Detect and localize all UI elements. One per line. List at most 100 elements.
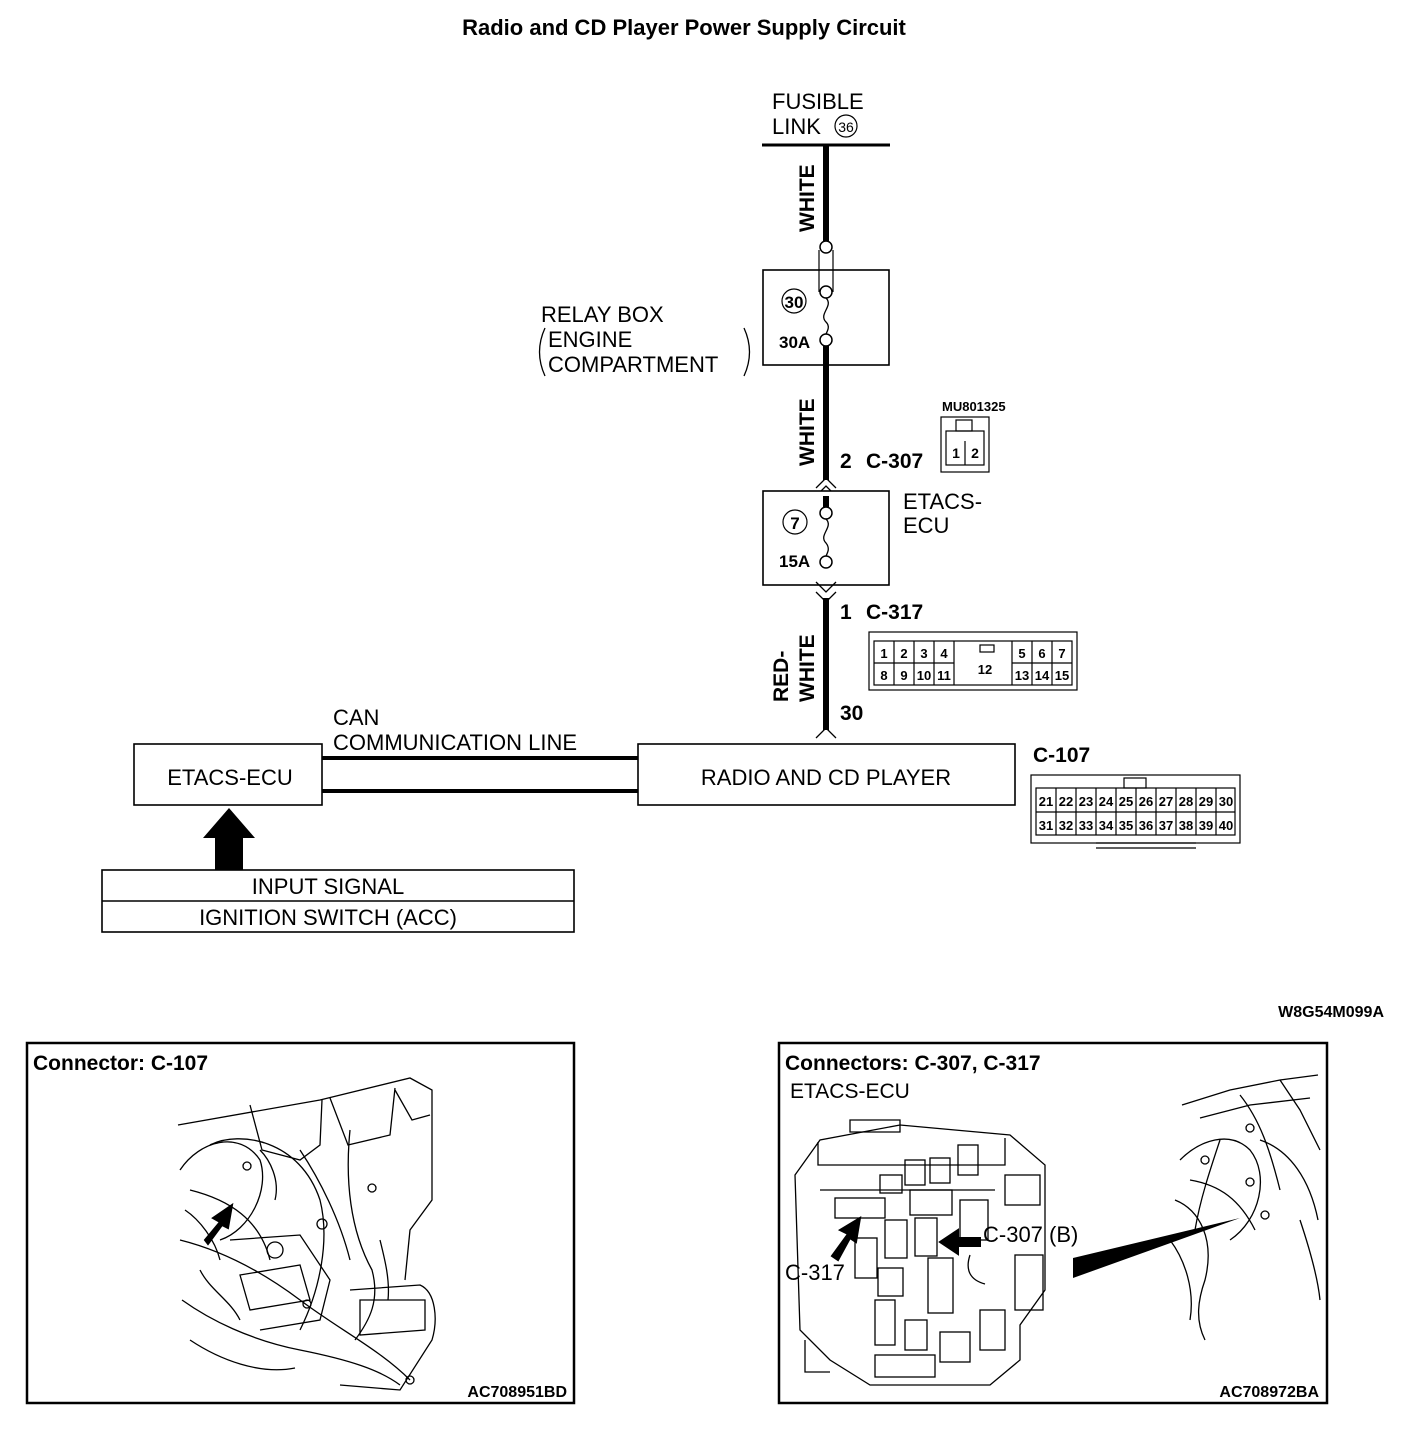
c317-pin-13: 13 — [1015, 668, 1029, 683]
c107-pin-38: 38 — [1179, 818, 1193, 833]
c317-pin-9: 9 — [900, 668, 907, 683]
relay-box-label-1: RELAY BOX — [541, 302, 664, 327]
c107-pin-22: 22 — [1059, 794, 1073, 809]
c317-pin-3: 3 — [920, 646, 927, 661]
can-line-label-1: CAN — [333, 705, 379, 730]
radio-pin-30: 30 — [840, 702, 863, 725]
input-signal-arrow — [203, 808, 255, 870]
etacs-ecu-label: ETACS-ECU — [167, 765, 293, 790]
panel-connector-c107: Connector: C-107 — [25, 1041, 576, 1405]
relay-box-label-2: ENGINE — [548, 327, 632, 352]
etacs-fuse-terminal-bottom — [819, 555, 833, 569]
c317-pin-10: 10 — [917, 668, 931, 683]
c107-pin-30: 30 — [1219, 794, 1233, 809]
etacs-fuse-terminal-top — [819, 506, 833, 520]
c317-pin-15: 15 — [1055, 668, 1069, 683]
relay-fuse-number: 30 — [785, 293, 804, 312]
c317-pin-5: 5 — [1018, 646, 1025, 661]
c317-pin-7: 7 — [1058, 646, 1065, 661]
relay-fuse-terminal-bottom — [819, 333, 833, 347]
etacs-fuse-number-circle — [782, 509, 808, 535]
c307-connector-face: MU801325 1 2 — [940, 399, 1006, 473]
wire-mid-color: WHITE — [796, 398, 819, 466]
c107-pin-21: 21 — [1039, 794, 1053, 809]
fusible-link-label-1: FUSIBLE — [772, 89, 864, 114]
c107-pin-34: 34 — [1099, 818, 1114, 833]
c307-pin-1: 1 — [952, 445, 960, 461]
vehicle-dash-illustration — [1169, 1074, 1321, 1341]
c107-pin-33: 33 — [1079, 818, 1093, 833]
c317-pin-1: 1 — [880, 646, 887, 661]
wire-low-color-2: WHITE — [796, 634, 819, 702]
input-signal-header: INPUT SIGNAL — [252, 874, 404, 899]
panel-right-c317-label: C-317 — [785, 1260, 845, 1285]
c107-pin-27: 27 — [1159, 794, 1173, 809]
c107-pin-32: 32 — [1059, 818, 1073, 833]
wire-low-color-1: RED- — [770, 651, 793, 702]
c107-pin-26: 26 — [1139, 794, 1153, 809]
etacs-fuse-label-1: ETACS- — [903, 489, 982, 514]
ecu-location-pointer — [1073, 1218, 1240, 1278]
c317-pin-6: 6 — [1038, 646, 1045, 661]
panel-left-code: AC708951BD — [467, 1384, 567, 1401]
fusible-link-label-2: LINK — [772, 114, 821, 139]
input-signal-table: INPUT SIGNAL IGNITION SWITCH (ACC) — [101, 869, 575, 933]
c107-location-arrow — [203, 1202, 234, 1246]
fusible-link: FUSIBLE LINK 36 — [762, 89, 890, 147]
c317-name: C-317 — [866, 601, 923, 624]
etacs-fuse-box-outline — [762, 490, 890, 586]
c107-pin-37: 37 — [1159, 818, 1173, 833]
c307-pin-2: 2 — [971, 445, 979, 461]
wire-top-color: WHITE — [796, 164, 819, 232]
c107-pin-36: 36 — [1139, 818, 1153, 833]
panel-right-subtitle: ETACS-ECU — [790, 1080, 910, 1103]
relay-box: 30 30A RELAY BOX ENGINE COMPARTMENT — [538, 240, 890, 377]
c107-pin-31: 31 — [1039, 818, 1053, 833]
panel-right-c307-label: C-307 (B) — [983, 1222, 1078, 1247]
c107-connector-face: C-107 21 22 23 24 25 26 27 28 29 30 31 3… — [1030, 744, 1241, 849]
c107-name: C-107 — [1033, 744, 1090, 767]
relay-terminal-top — [819, 240, 833, 254]
radio-pin-arrow — [815, 727, 837, 739]
etacs-fuse-element — [823, 518, 829, 557]
relay-paren-right — [743, 327, 751, 377]
etacs-ecu-illustration — [794, 1119, 1046, 1386]
c317-pin: 1 — [840, 601, 852, 624]
c107-pin-35: 35 — [1119, 818, 1133, 833]
c107-pin-29: 29 — [1199, 794, 1213, 809]
etacs-fuse-label-2: ECU — [903, 513, 949, 538]
can-line-label-2: COMMUNICATION LINE — [333, 730, 577, 755]
c317-connector-face: 1 2 3 4 5 6 7 8 9 10 11 12 13 14 15 — [868, 631, 1078, 691]
relay-paren-left — [538, 327, 546, 377]
c307-name: C-307 — [866, 450, 923, 473]
c317-pin-14: 14 — [1035, 668, 1050, 683]
dashboard-illustration — [177, 1077, 436, 1391]
c317-pin-11: 11 — [937, 668, 951, 683]
c317-pin-4: 4 — [940, 646, 948, 661]
c317-pin-2: 2 — [900, 646, 907, 661]
c107-pin-23: 23 — [1079, 794, 1093, 809]
c307-part-no: MU801325 — [942, 399, 1006, 414]
c317-arrow-lower — [815, 581, 837, 593]
etacs-ecu-box — [133, 743, 323, 806]
radio-cd-player-label: RADIO AND CD PLAYER — [701, 765, 951, 790]
relay-fuse-terminal-top — [819, 285, 833, 299]
panel-right-title: Connectors: C-307, C-317 — [785, 1052, 1041, 1075]
relay-box-label-3: COMPARTMENT — [548, 352, 718, 377]
c107-pin-24: 24 — [1099, 794, 1114, 809]
panel-left-title: Connector: C-107 — [33, 1052, 208, 1075]
c107-pin-40: 40 — [1219, 818, 1233, 833]
panel-right-code: AC708972BA — [1219, 1384, 1319, 1401]
c307-arrow-upper — [815, 477, 837, 489]
c317-location-arrow — [830, 1216, 862, 1262]
radio-cd-player-box — [637, 743, 1016, 806]
c307-pin: 2 — [840, 450, 852, 473]
fusible-link-number-circle — [834, 114, 858, 138]
c307-location-arrow — [938, 1228, 981, 1256]
c107-pin-39: 39 — [1199, 818, 1213, 833]
relay-fuse-number-circle — [781, 288, 807, 314]
etacs-fuse-box: 7 15A ETACS- ECU — [762, 489, 982, 586]
panel-connectors-c307-c317: Connectors: C-307, C-317 ETACS-ECU — [777, 1041, 1329, 1405]
etacs-fuse-rating: 15A — [779, 552, 810, 571]
